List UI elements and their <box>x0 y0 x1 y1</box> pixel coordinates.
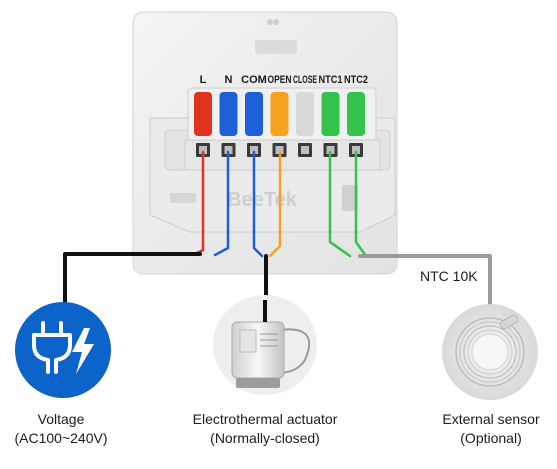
terminal-label: NTC1 <box>319 74 343 86</box>
terminal-lever <box>296 92 314 136</box>
terminal-ntc1: NTC1 <box>319 74 343 157</box>
terminal-com: COM <box>241 74 267 157</box>
terminal-screw-head <box>224 146 233 154</box>
terminal-label: OPEN <box>268 74 292 86</box>
actuator-component <box>213 295 317 395</box>
ntc1-wire <box>328 150 352 258</box>
voltage-component <box>15 302 111 398</box>
terminal-ntc2: NTC2 <box>344 74 368 157</box>
actuator-title: Electrothermal actuator <box>192 411 338 427</box>
terminal-label: N <box>225 74 233 86</box>
sensor-spec-label: NTC 10K <box>420 268 478 284</box>
terminal-lever <box>219 92 238 136</box>
terminal-n: N <box>219 74 238 157</box>
actuator-caption: Electrothermal actuator (Normally-closed… <box>160 410 370 448</box>
actuator-type: (Normally-closed) <box>210 430 320 446</box>
terminal-screw-head <box>301 146 309 154</box>
voltage-caption: Voltage (AC100~240V) <box>0 410 122 448</box>
voltage-title: Voltage <box>37 411 85 427</box>
sensor-optional: (Optional) <box>460 430 522 446</box>
terminal-label: NTC2 <box>344 74 368 86</box>
terminal-label: CLOSE <box>293 74 317 86</box>
terminal-screw-head <box>352 146 360 154</box>
terminal-label: COM <box>241 74 267 86</box>
sensor-component <box>442 304 538 400</box>
terminal-close: CLOSE <box>293 74 317 157</box>
power-cable <box>63 252 202 314</box>
voltage-range: (AC100~240V) <box>14 430 108 446</box>
sensor-cable <box>358 254 492 310</box>
terminal-screw-head <box>275 146 284 154</box>
ntc2-wire <box>354 150 368 258</box>
wiring <box>63 150 492 314</box>
com-wire <box>252 150 264 258</box>
neutral-wire <box>213 150 230 257</box>
terminal-lever <box>347 92 365 136</box>
terminal-open: OPEN <box>268 74 292 157</box>
sensor-caption: External sensor (Optional) <box>428 410 554 448</box>
terminal-label: L <box>200 74 207 86</box>
terminal-lever <box>245 92 263 136</box>
terminal-lever <box>321 92 340 136</box>
terminal-screw-head <box>326 146 335 154</box>
terminal-screw-head <box>250 146 258 154</box>
watermark: BeeTek <box>227 189 298 211</box>
terminal-lever <box>270 92 289 136</box>
open-wire <box>268 150 282 258</box>
terminal-lever <box>194 92 212 136</box>
plug-lightning-icon <box>15 302 111 398</box>
sensor-title: External sensor <box>442 411 540 427</box>
terminal-l: L <box>194 74 212 157</box>
terminal-screw-head <box>199 146 207 154</box>
